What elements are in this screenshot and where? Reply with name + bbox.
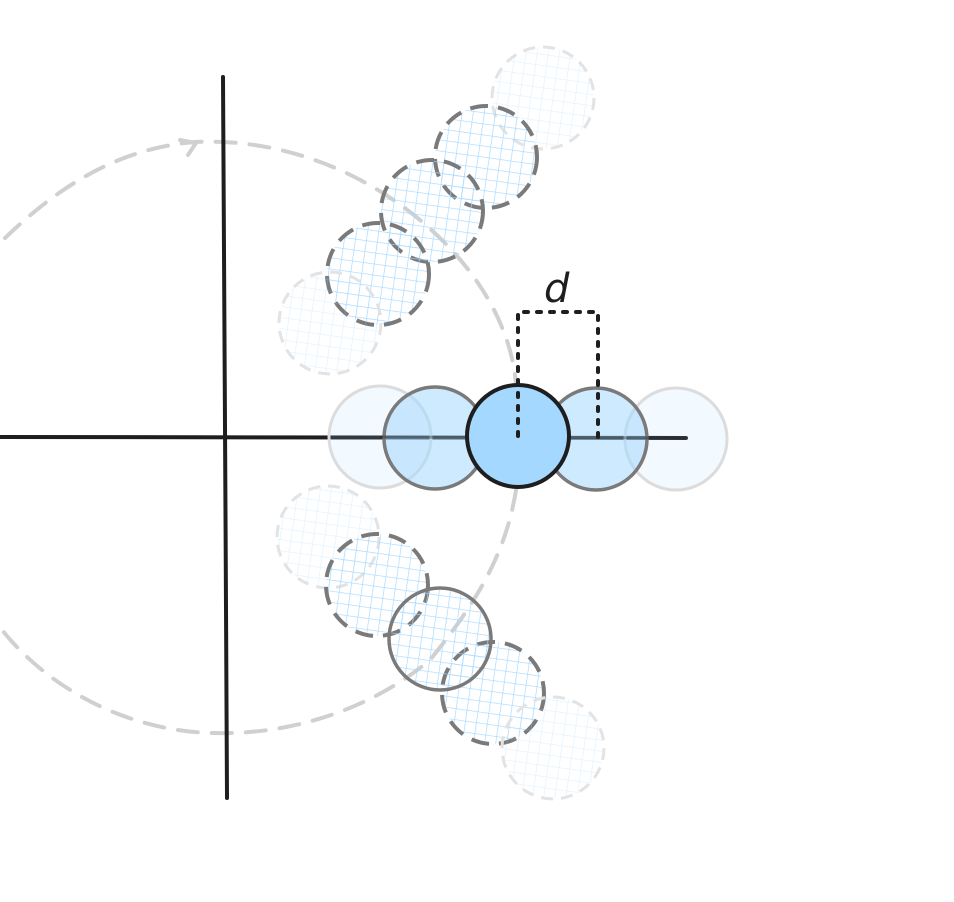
distance-label: d: [544, 266, 570, 312]
rotation-arc-lower: [0, 488, 518, 736]
vertical-axis: [221, 75, 229, 800]
rotation-arc: [3, 139, 518, 387]
arrow-head-icon: [178, 138, 200, 157]
upper-circle-near: [277, 270, 383, 376]
lower-circle-far: [500, 695, 606, 801]
lower-circle-2: [387, 586, 493, 692]
